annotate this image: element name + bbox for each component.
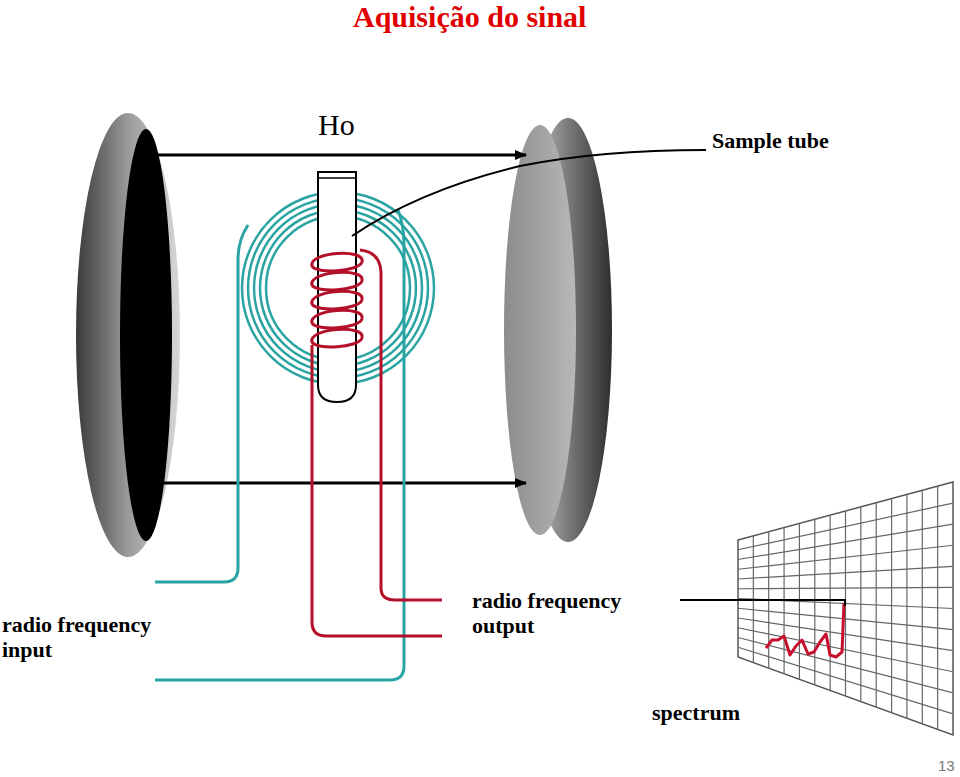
grid-line — [738, 524, 953, 559]
field-arrow — [146, 482, 526, 485]
spectrum-display — [738, 482, 953, 735]
grid-line — [738, 503, 953, 550]
field-symbol: Ho — [318, 108, 355, 143]
part-label: spectrum — [652, 700, 740, 725]
coil-winding — [312, 310, 362, 328]
signal-label: radio frequency input — [2, 612, 202, 663]
coil-winding — [312, 253, 362, 271]
grid-line — [738, 638, 953, 693]
grid-line — [738, 647, 953, 714]
grid-line — [738, 608, 953, 629]
page-number: 13 — [938, 757, 955, 774]
coil-winding — [312, 272, 362, 290]
coil-winding — [312, 329, 362, 347]
coil-winding — [312, 291, 362, 309]
rf-input-wire — [155, 210, 404, 680]
spectrum-trace — [766, 603, 844, 657]
part-label: Sample tube — [712, 128, 829, 153]
grid-line — [738, 566, 953, 579]
grid-line — [738, 587, 953, 588]
magnet-pole-right — [504, 118, 612, 542]
field-arrow — [146, 154, 526, 157]
leader-line — [680, 600, 845, 606]
slide-title: Aquisição do sinal — [353, 0, 586, 35]
rf-receiver-coil — [312, 253, 362, 347]
magnet-pole-left — [76, 113, 180, 557]
grid-line — [738, 545, 953, 569]
leader-line — [352, 150, 706, 236]
signal-label: radio frequency output — [472, 588, 677, 639]
sample-tube-rim — [318, 177, 356, 179]
rf-output-wire — [312, 250, 442, 636]
